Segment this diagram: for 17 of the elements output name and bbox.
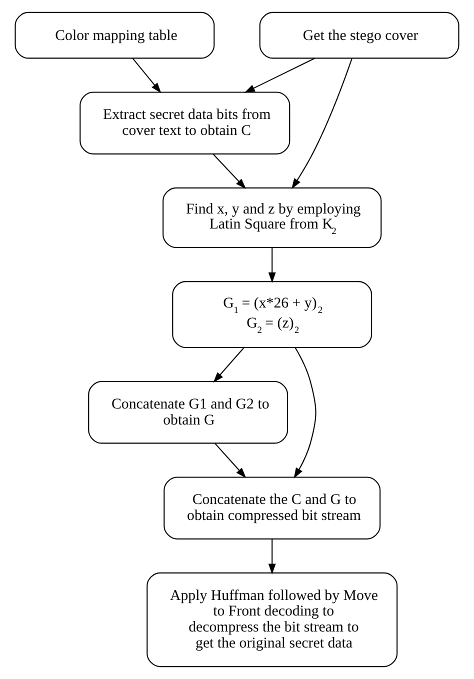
node-box: Concatenate G1 and G2 to obtain G <box>88 380 288 444</box>
arrow <box>214 443 246 478</box>
node-box: Get the stego cover <box>259 12 460 59</box>
arrow <box>294 347 316 478</box>
arrow <box>268 248 276 284</box>
arrow <box>212 154 246 190</box>
node-box: Color mapping table <box>14 12 215 59</box>
node-box: Find x, y and z by employing Latin Square from K$_{2}$ <box>162 187 382 248</box>
arrow <box>292 58 352 190</box>
arrow <box>213 348 244 383</box>
arrow <box>244 58 316 93</box>
arrow <box>132 58 162 94</box>
arrow <box>268 539 276 574</box>
node-box: Apply Huffman followed by Move to Front decoding to decompress the bit stream to get the original secret data <box>146 572 398 668</box>
node-box: G$_{1}$ = (x*26 + y)$_{2}$ G$_{2}$ = (z)$_{2}$ <box>172 281 372 348</box>
node-box: Extract secret data bits from cover text to obtain C <box>80 92 290 154</box>
node-box: Concatenate the C and G to obtain compressed bit stream <box>164 476 381 540</box>
